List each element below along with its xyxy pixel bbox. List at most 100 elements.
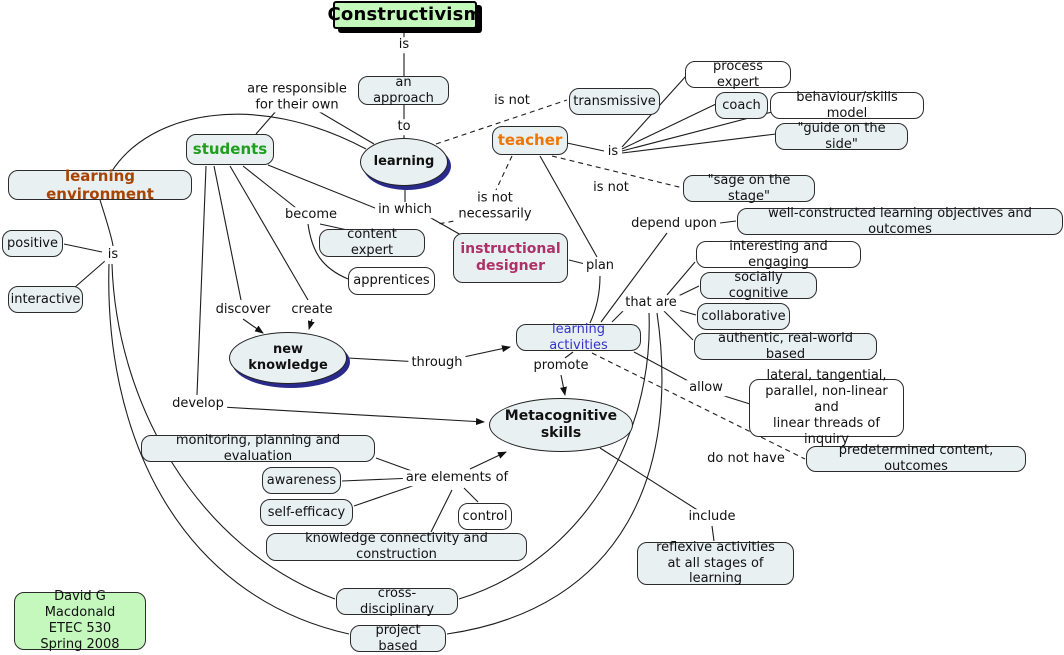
connector-line [589, 275, 601, 324]
link-label-in-which[interactable]: in which [375, 202, 435, 218]
connector-line [242, 165, 297, 209]
connector-line [599, 447, 700, 512]
link-label-do-not-have[interactable]: do not have [704, 451, 788, 467]
connector-line [591, 352, 806, 460]
link-label-is-environment[interactable]: is [104, 247, 122, 263]
connector-line [539, 155, 598, 258]
node-interactive[interactable]: interactive [8, 286, 83, 313]
connector-line [437, 217, 472, 225]
link-label-plan[interactable]: plan [582, 258, 618, 274]
node-lateral-threads-of-inquiry[interactable]: lateral, tangential, parallel, non-linea… [749, 368, 904, 447]
node-authentic-real-world[interactable]: authentic, real-world based [694, 331, 877, 362]
node-self-efficacy[interactable]: self-efficacy [260, 499, 353, 526]
connector-line [229, 165, 309, 301]
node-socially-cognitive[interactable]: socially cognitive [700, 270, 817, 301]
connector-line [255, 109, 278, 135]
connector-line [633, 351, 693, 384]
link-label-through[interactable]: through [408, 355, 466, 371]
connector-line [307, 223, 349, 280]
connector-line [99, 199, 114, 247]
link-label-become[interactable]: become [281, 207, 341, 223]
node-cross-disciplinary[interactable]: cross-disciplinary [336, 586, 458, 617]
connector-line [73, 260, 106, 289]
connector-line [108, 263, 350, 635]
link-label-create[interactable]: create [288, 302, 336, 318]
node-students[interactable]: students [186, 134, 274, 165]
node-teacher[interactable]: teacher [492, 126, 568, 155]
node-coach[interactable]: coach [715, 92, 768, 119]
connector-line [663, 310, 694, 341]
node-sage-on-the-stage[interactable]: "sage on the stage" [683, 173, 815, 204]
connector-line [347, 357, 421, 366]
connector-line [458, 345, 511, 359]
connector-line [568, 259, 586, 265]
node-well-constructed-objectives[interactable]: well-constructed learning objectives and… [737, 206, 1063, 237]
node-new-knowledge[interactable]: new knowledge [229, 332, 347, 384]
connector-line [341, 477, 415, 482]
node-learning-activities[interactable]: learning activities [516, 322, 641, 353]
connector-line [621, 133, 777, 154]
node-metacognitive-skills[interactable]: Metacognitive skills [489, 398, 633, 452]
link-label-are-responsible[interactable]: are responsible for their own [244, 81, 350, 113]
node-apprentices[interactable]: apprentices [348, 267, 435, 295]
node-collaborative[interactable]: collaborative [697, 303, 790, 330]
node-an-approach[interactable]: an approach [358, 75, 449, 106]
link-label-is-teacher[interactable]: is [604, 144, 622, 160]
link-label-are-elements-of[interactable]: are elements of [402, 470, 512, 486]
connector-line [495, 155, 513, 191]
connector-line [551, 155, 684, 189]
node-process-expert[interactable]: process expert [685, 59, 791, 90]
link-label-to[interactable]: to [394, 119, 414, 135]
node-guide-on-the-side[interactable]: "guide on the side" [775, 121, 908, 152]
node-knowledge-connectivity[interactable]: knowledge connectivity and construction [266, 531, 527, 562]
node-behaviour-skills-model[interactable]: behaviour/skills model [770, 90, 924, 121]
connector-line [221, 406, 485, 426]
connector-line [317, 110, 375, 145]
link-label-depend-upon[interactable]: depend upon [628, 216, 720, 232]
node-interesting-and-engaging[interactable]: interesting and engaging [696, 239, 861, 270]
connector-line [666, 261, 696, 296]
node-credit-box[interactable]: David G Macdonald ETEC 530 Spring 2008 [14, 589, 146, 652]
connector-line [469, 451, 507, 470]
connector-line [564, 351, 574, 359]
connector-line [242, 318, 264, 334]
node-control[interactable]: control [458, 503, 512, 530]
connector-line [566, 142, 605, 152]
link-label-include[interactable]: include [685, 509, 739, 525]
connector-line [63, 243, 103, 253]
node-reflexive-activities[interactable]: reflexive activities at all stages of le… [637, 540, 794, 586]
node-predetermined-content[interactable]: predetermined content, outcomes [806, 443, 1026, 474]
connector-line [600, 232, 668, 323]
link-label-is-not-necessarily[interactable]: is not necessarily [455, 190, 535, 222]
connector-line [458, 312, 650, 600]
connector-line [711, 525, 715, 542]
node-positive[interactable]: positive [2, 230, 63, 257]
node-instructional-designer[interactable]: instructional designer [453, 233, 568, 283]
connector-line [213, 165, 242, 301]
connector-line [621, 103, 717, 150]
node-constructivism[interactable]: Constructivism [327, 1, 482, 29]
connector-line [430, 489, 453, 533]
connector-line [446, 312, 663, 635]
node-content-expert[interactable]: content expert [319, 227, 425, 258]
connector-line [353, 483, 419, 507]
link-label-that-are[interactable]: that are [622, 295, 680, 311]
connector-line [196, 165, 207, 396]
link-label-allow[interactable]: allow [686, 380, 726, 396]
link-label-promote[interactable]: promote [530, 358, 592, 374]
node-learning-environment[interactable]: learning environment [8, 167, 192, 203]
node-project-based[interactable]: project based [350, 623, 446, 654]
link-label-discover[interactable]: discover [212, 302, 274, 318]
connector-line [463, 487, 479, 503]
node-transmissive[interactable]: transmissive [569, 88, 660, 115]
link-label-is-not-transmissive[interactable]: is not [491, 93, 533, 109]
node-monitoring-planning-evaluation[interactable]: monitoring, planning and evaluation [141, 433, 375, 464]
link-label-is-approach[interactable]: is [395, 37, 413, 53]
node-learning[interactable]: learning [360, 138, 448, 186]
connector-line [111, 263, 336, 600]
link-label-develop[interactable]: develop [169, 396, 227, 412]
link-label-is-not-sage[interactable]: is not [590, 180, 632, 196]
node-awareness[interactable]: awareness [262, 467, 341, 494]
connector-line [559, 374, 567, 396]
